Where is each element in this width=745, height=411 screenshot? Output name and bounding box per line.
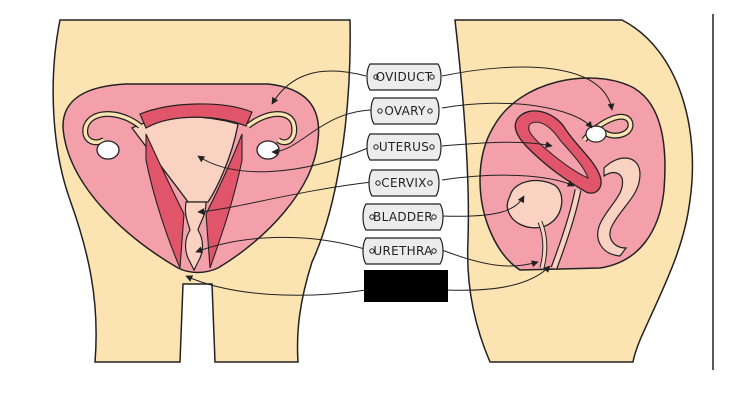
label-ovary-text: OVARY [384,104,426,118]
label-cervix-text: CERVIX [381,176,426,190]
front-view [53,20,350,362]
label-cervix: CERVIX [369,170,439,196]
label-bladder: BLADDER [363,204,443,230]
label-urethra: URETHRA [363,238,443,264]
side-view [455,20,692,362]
front-view-left-ovary [97,141,119,159]
side-view-ovary [586,126,606,142]
label-oviduct-text: OVIDUCT [376,70,433,84]
label-bladder-text: BLADDER [373,210,433,224]
label-oviduct: OVIDUCT [367,64,441,90]
label-ovary: OVARY [371,98,439,124]
front-view-right-ovary [257,141,279,159]
redacted-label-box [364,270,448,302]
side-view-bladder [507,181,562,228]
label-uterus-text: UTERUS [379,140,429,154]
label-urethra-text: URETHRA [373,244,433,258]
label-uterus: UTERUS [367,134,441,160]
